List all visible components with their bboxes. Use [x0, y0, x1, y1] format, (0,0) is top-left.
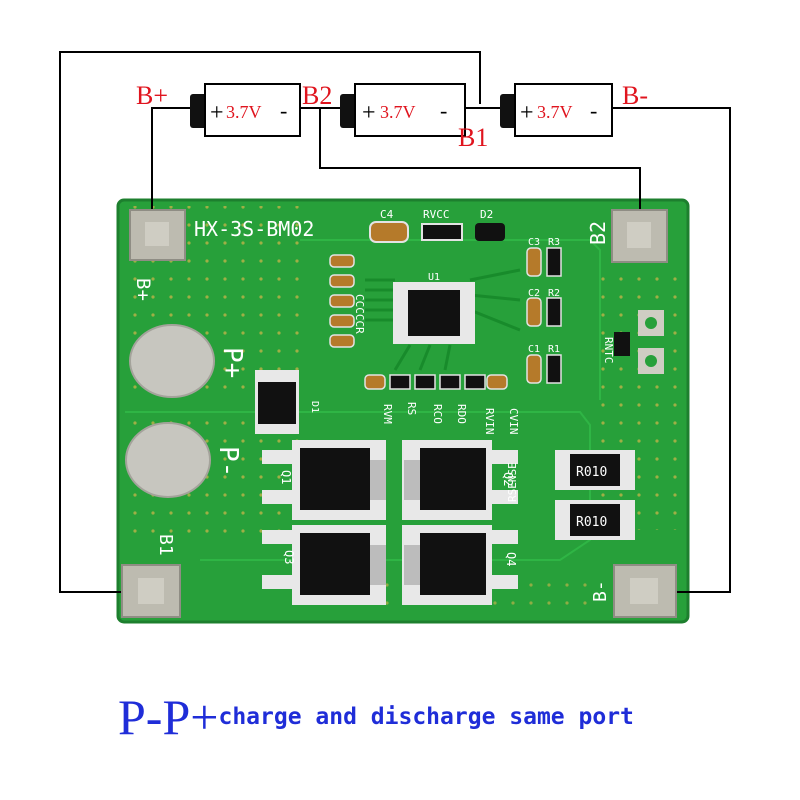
svg-text:Q2: Q2 — [501, 472, 515, 486]
silk-p-plus: P+ — [217, 347, 247, 378]
pad-b1 — [121, 564, 181, 618]
wire-label-b-minus: B- — [622, 81, 648, 110]
battery-cell-1: + 3.7V - — [190, 83, 301, 137]
svg-text:RNTC: RNTC — [602, 337, 615, 364]
board-model: HX-3S-BM02 — [194, 217, 314, 241]
svg-text:RVIN: RVIN — [483, 408, 496, 435]
rsense-resistors: R010 R010 RSENSE — [506, 450, 635, 540]
silk-b1: B1 — [155, 534, 176, 556]
cell-2-plus: + — [362, 100, 376, 126]
mosfet-q4: Q4 — [402, 525, 518, 605]
svg-text:R1: R1 — [548, 344, 560, 355]
svg-text:R3: R3 — [548, 237, 560, 248]
cell-2-minus: - — [440, 98, 447, 123]
svg-text:Q4: Q4 — [504, 552, 518, 566]
svg-text:D2: D2 — [480, 208, 493, 221]
svg-text:CCCCCR: CCCCCR — [353, 294, 366, 334]
svg-text:D1: D1 — [309, 401, 320, 413]
cell-1-plus: + — [210, 100, 224, 126]
ic-traces — [365, 268, 521, 371]
cell-3-minus: - — [590, 98, 597, 123]
ntc-pads: RNTC — [602, 310, 664, 374]
svg-text:C4: C4 — [380, 208, 394, 221]
svg-text:C3: C3 — [528, 237, 540, 248]
resistor-rvcc: RVCC — [421, 208, 463, 241]
battery-cell-3: + 3.7V - — [500, 83, 613, 137]
silk-b2: B2 — [586, 221, 610, 245]
svg-text:RSENSE: RSENSE — [506, 462, 519, 502]
svg-text:R010: R010 — [576, 465, 607, 480]
svg-text:Q3: Q3 — [282, 550, 296, 564]
wire-label-b1: B1 — [458, 123, 488, 152]
caption-prefix: P-P+ — [118, 689, 219, 745]
cell-3-voltage: 3.7V — [537, 102, 573, 122]
mosfet-q3: Q3 — [262, 525, 386, 605]
pad-b2 — [611, 209, 668, 263]
battery-cell-2: + 3.7V - — [340, 83, 466, 137]
battery-wires — [59, 51, 731, 593]
caption: P-P+charge and discharge same port — [118, 688, 798, 746]
svg-text:R010: R010 — [576, 515, 607, 530]
cell-2-voltage: 3.7V — [380, 102, 416, 122]
diode-d1: D1 — [255, 370, 320, 434]
cell-3-plus: + — [520, 100, 534, 126]
svg-text:Q1: Q1 — [279, 470, 293, 484]
mosfet-q1: Q1 — [262, 440, 386, 520]
wire-label-b-plus: B+ — [136, 81, 168, 110]
svg-text:RS: RS — [405, 402, 418, 415]
caption-text: charge and discharge same port — [218, 704, 634, 730]
pad-b-minus — [613, 564, 677, 618]
svg-text:C2: C2 — [528, 288, 540, 299]
silk-p-minus: P- — [213, 446, 243, 477]
svg-text:RVM: RVM — [381, 404, 394, 424]
svg-text:C1: C1 — [528, 344, 540, 355]
svg-text:U1: U1 — [428, 272, 440, 283]
cell-1-minus: - — [280, 98, 287, 123]
wire-label-b2: B2 — [302, 81, 332, 110]
cell-1-voltage: 3.7V — [226, 102, 262, 122]
silk-b-plus: B+ — [132, 278, 154, 301]
svg-text:RDO: RDO — [455, 404, 468, 424]
svg-text:RVCC: RVCC — [423, 208, 450, 221]
pad-b-plus — [129, 209, 186, 261]
pad-p-plus — [129, 324, 215, 398]
mosfet-q2: Q2 — [402, 440, 518, 520]
svg-text:CVIN: CVIN — [507, 408, 520, 435]
cap-c4: C4 — [369, 208, 409, 243]
diode-d2: D2 — [475, 208, 505, 241]
svg-text:R2: R2 — [548, 288, 560, 299]
silk-b-minus: B- — [590, 580, 611, 602]
pad-p-minus — [125, 422, 211, 498]
svg-text:RCO: RCO — [431, 404, 444, 424]
resistor-row: RVM RS RCO RDO RVIN CVIN — [364, 374, 520, 435]
right-components: C3 R3 C2 R2 C1 R1 — [526, 237, 562, 384]
cap-stack: CCCCCR — [329, 254, 366, 348]
ic-u1: U1 — [393, 272, 475, 344]
